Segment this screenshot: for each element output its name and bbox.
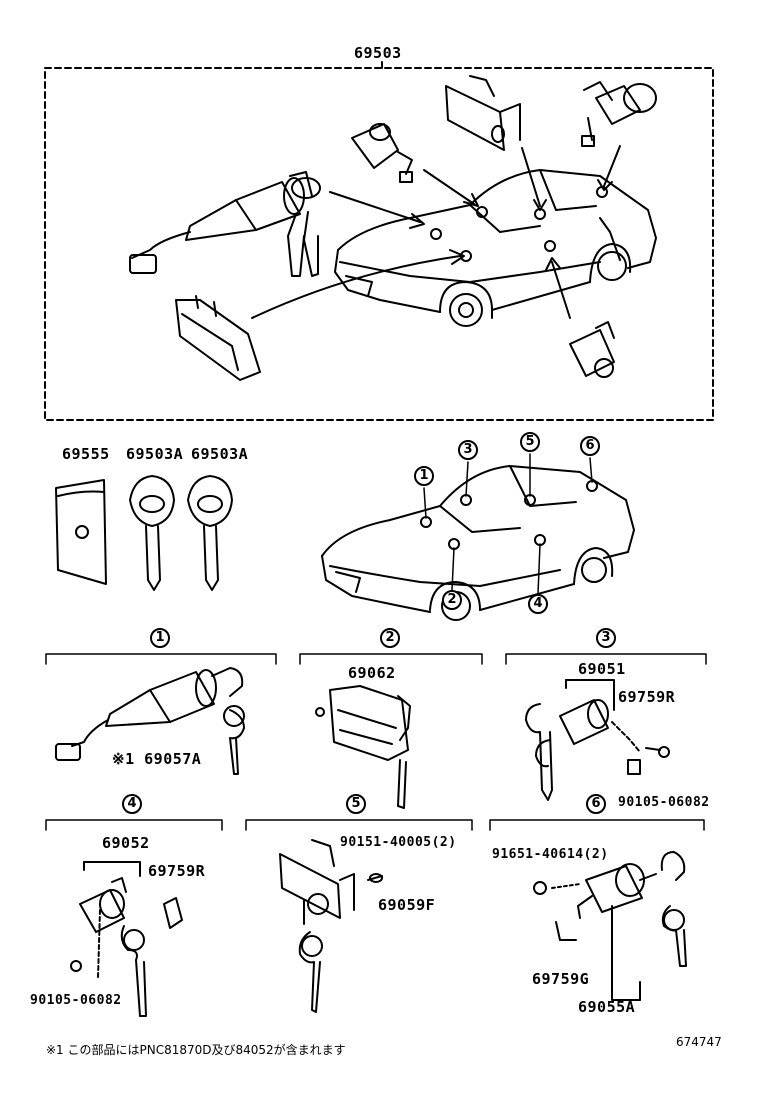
section-marker-6: 6 [586,794,606,814]
glove-lock-top [351,123,413,183]
door-handle-top [445,75,521,151]
door-handle-screw-part-number: 90151-40005(2) [340,835,457,850]
glove-lock-clip-part-number: 69759R [618,688,676,706]
trunk-cylinder-part-number: 69055A [578,998,636,1016]
diagram-id: 674747 [676,1035,722,1049]
glove-lock-screw-part-number: 90105-06082 [618,795,710,810]
footnote: ※1 この部品にはPNC81870D及び84052が含まれます [46,1043,346,1057]
section-marker-5: 5 [346,794,366,814]
section-marker-1: 1 [150,628,170,648]
trunk-cylinder-screw-part-number: 91651-40614(2) [492,847,609,862]
key-card-part-number: 69555 [62,445,110,463]
glove-lock-part-number: 69051 [578,660,626,678]
master-key-part-number-1: 69503A [126,445,184,463]
master-key-part-number-2: 69503A [191,445,249,463]
door-cylinder-clip-part-number: 69759R [148,862,206,880]
door-lock-top [175,295,261,381]
locator-marker-2: 2 [442,590,462,610]
door-lock-part-number: 69062 [348,664,396,682]
locator-leaders [423,453,593,595]
fuel-lid-cylinder-top [569,321,615,378]
callout-arrows [251,145,621,319]
ignition-cylinder-section-1 [55,667,245,775]
top-car-outline [334,169,657,327]
section-brackets [45,653,707,831]
trunk-cylinder-top [581,81,657,147]
door-cylinder-screw-part-number: 90105-06082 [30,993,122,1008]
trunk-cylinder-section-6 [533,851,687,1001]
locator-car-outline [321,465,635,621]
door-lock-section-2 [315,685,411,809]
ignition-cylinder-part-number: ※1 69057A [112,750,202,768]
section-marker-2: 2 [380,628,400,648]
master-key-2 [187,475,233,591]
assembly-frame [44,67,714,421]
door-cylinder-section-4 [70,861,183,1017]
ignition-cylinder-top [129,171,321,277]
key-card [55,479,107,585]
trunk-cylinder-clip-part-number: 69759G [532,970,590,988]
locator-marker-5: 5 [520,432,540,452]
locator-marker-1: 1 [414,466,434,486]
assembly-part-number: 69503 [354,44,402,62]
door-cylinder-part-number: 69052 [102,834,150,852]
door-handle-part-number: 69059F [378,896,436,914]
locator-marker-3: 3 [458,440,478,460]
section-marker-3: 3 [596,628,616,648]
section-marker-4: 4 [122,794,142,814]
locator-marker-4: 4 [528,594,548,614]
master-key-1 [129,475,175,591]
locator-marker-6: 6 [580,436,600,456]
door-handle-section-5 [279,839,383,1013]
glove-lock-section-3 [525,679,670,801]
